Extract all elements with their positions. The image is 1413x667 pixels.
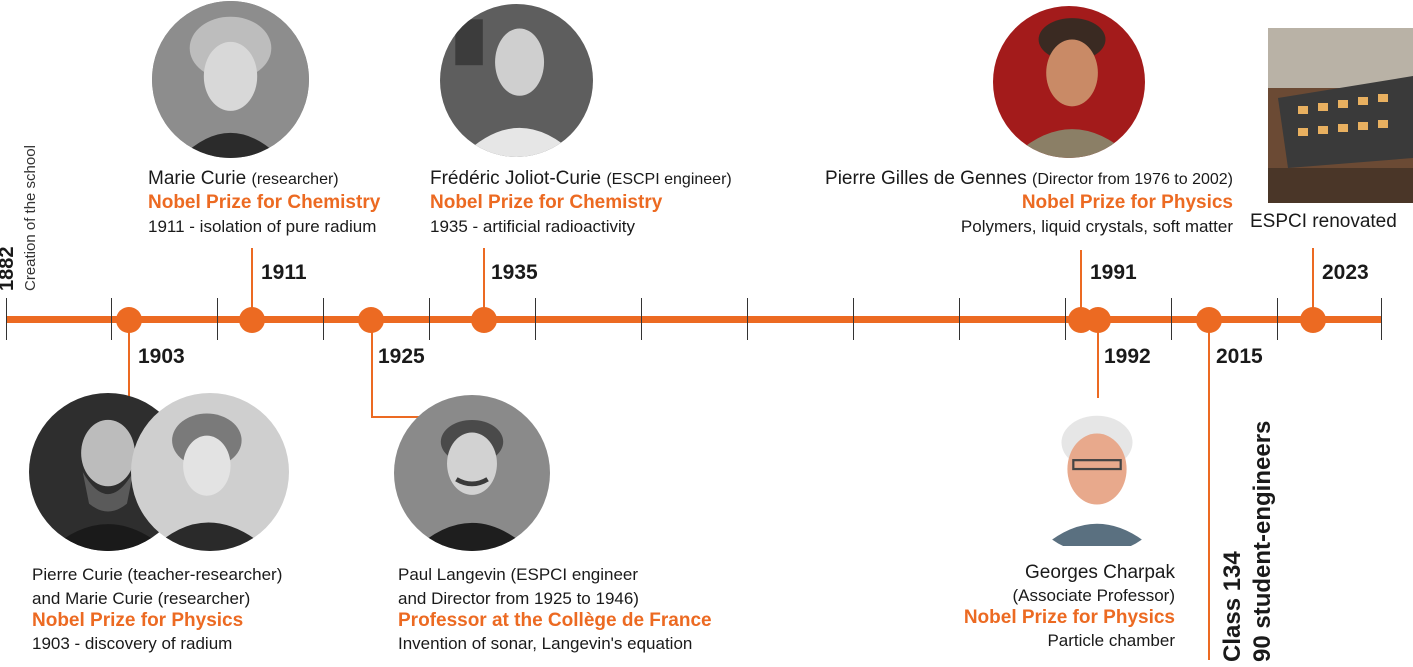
portrait-icon xyxy=(440,4,593,157)
year-1935: 1935 xyxy=(491,261,538,284)
event-2015-line2: 90 student-engineers xyxy=(1249,420,1276,662)
connector-1903 xyxy=(128,330,130,406)
portrait-icon xyxy=(152,1,309,158)
event-2023-label: ESPCI renovated xyxy=(1250,211,1397,232)
georges-charpak-photo xyxy=(1023,392,1171,552)
dot-1992 xyxy=(1085,307,1111,333)
portrait-icon xyxy=(1023,398,1171,546)
de-gennes-photo xyxy=(993,6,1145,158)
event-1911-desc: 1911 - isolation of pure radium xyxy=(148,217,377,236)
espci-building-photo xyxy=(1268,28,1413,203)
connector-1992 xyxy=(1097,330,1099,402)
dot-2023 xyxy=(1300,307,1326,333)
event-1991-name: Pierre Gilles de Gennes xyxy=(825,168,1027,189)
event-1935-desc: 1935 - artificial radioactivity xyxy=(430,217,636,236)
year-1911: 1911 xyxy=(261,261,307,284)
dot-1935 xyxy=(471,307,497,333)
event-1992-desc: Particle chamber xyxy=(1047,631,1175,650)
portrait-icon xyxy=(131,393,289,551)
event-1935-role: (ESCPI engineer) xyxy=(606,171,732,188)
year-1992: 1992 xyxy=(1104,345,1151,368)
founding-year: 1882 xyxy=(0,246,18,292)
connector-1925-elbow xyxy=(371,416,419,418)
event-1991-prize: Nobel Prize for Physics xyxy=(1021,192,1233,213)
building-icon xyxy=(1268,28,1413,203)
year-1925: 1925 xyxy=(378,345,425,368)
portrait-icon xyxy=(993,6,1145,158)
event-1925-text: Paul Langevin (ESPCI engineer and Direct… xyxy=(398,565,712,654)
event-1991-role: (Director from 1976 to 2002) xyxy=(1032,171,1233,188)
event-1992-text: Georges Charpak (Associate Professor) No… xyxy=(900,562,1175,651)
connector-2015 xyxy=(1208,330,1210,660)
event-1992-role: (Associate Professor) xyxy=(1012,586,1176,605)
event-1903-line1: Pierre Curie (teacher-researcher) xyxy=(32,565,283,584)
event-1925-prize: Professor at the Collège de France xyxy=(398,610,712,631)
event-1992-name: Georges Charpak xyxy=(1025,562,1175,583)
event-1935-prize: Nobel Prize for Chemistry xyxy=(430,192,663,213)
event-2015-text: Class 134 90 student-engineers xyxy=(1218,372,1288,662)
year-1991: 1991 xyxy=(1090,261,1137,284)
year-1903: 1903 xyxy=(138,345,185,368)
event-1925-line1: Paul Langevin (ESPCI engineer xyxy=(398,565,639,584)
event-1911-name: Marie Curie xyxy=(148,168,247,189)
event-1903-desc: 1903 - discovery of radium xyxy=(32,634,233,653)
connector-1935 xyxy=(483,248,485,310)
marie-curie-young-photo xyxy=(131,393,289,551)
year-2015: 2015 xyxy=(1216,345,1263,368)
event-1911-prize: Nobel Prize for Chemistry xyxy=(148,192,381,213)
founding-label: Creation of the school xyxy=(22,145,39,291)
event-1925-line2: and Director from 1925 to 1946) xyxy=(398,589,639,608)
dot-1925 xyxy=(358,307,384,333)
event-1911-text: Marie Curie (researcher) Nobel Prize for… xyxy=(148,168,380,237)
event-1903-prize: Nobel Prize for Physics xyxy=(32,610,244,631)
dot-1911 xyxy=(239,307,265,333)
event-1903-text: Pierre Curie (teacher-researcher) and Ma… xyxy=(32,565,282,654)
event-1935-name: Frédéric Joliot-Curie xyxy=(430,168,602,189)
joliot-curie-photo xyxy=(440,4,593,157)
event-1991-text: Pierre Gilles de Gennes (Director from 1… xyxy=(790,168,1233,237)
connector-1925 xyxy=(371,330,373,418)
connector-1911 xyxy=(251,248,253,310)
event-1903-line2: and Marie Curie (researcher) xyxy=(32,589,251,608)
paul-langevin-photo xyxy=(394,395,550,551)
timeline-bar xyxy=(6,316,1382,323)
year-2023: 2023 xyxy=(1322,261,1369,284)
portrait-icon xyxy=(394,395,550,551)
marie-curie-photo xyxy=(152,1,309,158)
event-2015-line1: Class 134 xyxy=(1219,551,1246,662)
event-1991-desc: Polymers, liquid crystals, soft matter xyxy=(960,217,1233,236)
dot-2015 xyxy=(1196,307,1222,333)
connector-1991 xyxy=(1080,250,1082,310)
event-1935-text: Frédéric Joliot-Curie (ESCPI engineer) N… xyxy=(430,168,732,237)
founding-label-group: 1882 Creation of the school xyxy=(0,0,48,295)
dot-1903 xyxy=(116,307,142,333)
event-1911-role: (researcher) xyxy=(251,171,339,188)
event-1925-desc: Invention of sonar, Langevin's equation xyxy=(398,634,693,653)
connector-2023 xyxy=(1312,248,1314,310)
event-1992-prize: Nobel Prize for Physics xyxy=(963,607,1175,628)
